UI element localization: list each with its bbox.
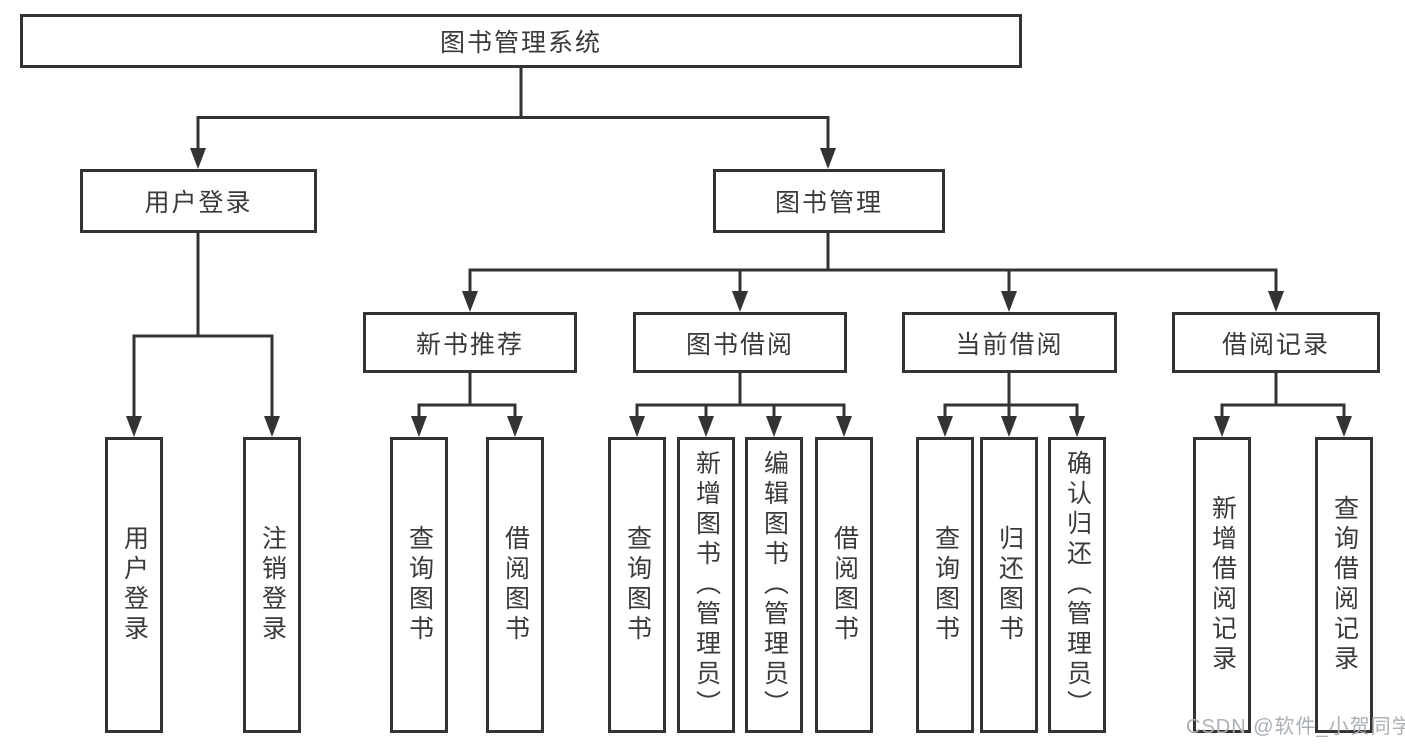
csdn-watermark: CSDN @软件_小贺同学 [1186, 716, 1405, 738]
node-book-borrowing: 图书借阅 [633, 312, 847, 373]
node-label: 注销登录 [258, 525, 287, 645]
node-user-login: 用户登录 [80, 169, 317, 233]
node-label: 查询图书 [623, 525, 652, 645]
arrowheads [126, 148, 1352, 437]
node-label: 图书管理系统 [439, 29, 602, 57]
leaf-user-login: 用户登录 [105, 437, 163, 733]
node-label: 归还图书 [995, 525, 1024, 645]
leaf-borrow-books: 借阅图书 [815, 437, 873, 733]
node-label: 借阅图书 [830, 525, 859, 645]
leaf-add-books-admin: 新增图书（管理员） [677, 437, 735, 733]
node-label: 查询图书 [405, 525, 434, 645]
leaf-logout: 注销登录 [243, 437, 301, 733]
node-label: 图书借阅 [685, 330, 794, 359]
leaf-edit-books-admin: 编辑图书（管理员） [745, 437, 803, 733]
leaf-query-books-current: 查询图书 [916, 437, 974, 733]
leaf-return-books: 归还图书 [980, 437, 1038, 733]
node-label: 查询借阅记录 [1330, 495, 1359, 675]
node-label: 编辑图书（管理员） [760, 450, 789, 720]
node-label: 新增图书（管理员） [692, 450, 721, 720]
node-library-management-system: 图书管理系统 [20, 14, 1022, 68]
node-label: 新增借阅记录 [1208, 495, 1237, 675]
leaf-query-borrow-record: 查询借阅记录 [1315, 437, 1373, 733]
node-label: 查询图书 [931, 525, 960, 645]
leaf-query-books-recommend: 查询图书 [390, 437, 448, 733]
leaf-borrow-books-recommend: 借阅图书 [486, 437, 544, 733]
leaf-confirm-return-admin: 确认归还（管理员） [1048, 437, 1106, 733]
node-new-book-recommendation: 新书推荐 [363, 312, 577, 373]
node-label: 新书推荐 [415, 330, 524, 359]
node-label: 用户登录 [120, 525, 149, 645]
leaf-add-borrow-record: 新增借阅记录 [1193, 437, 1251, 733]
node-label: 确认归还（管理员） [1063, 450, 1092, 720]
node-borrowing-records: 借阅记录 [1172, 312, 1380, 373]
node-label: 借阅图书 [501, 525, 530, 645]
node-label: 当前借阅 [955, 330, 1064, 359]
node-current-borrowing: 当前借阅 [902, 312, 1117, 373]
node-label: 图书管理 [774, 189, 883, 217]
node-book-management: 图书管理 [713, 169, 945, 233]
node-label: 用户登录 [144, 189, 253, 217]
node-label: 借阅记录 [1221, 330, 1330, 359]
leaf-query-books-borrow: 查询图书 [608, 437, 666, 733]
